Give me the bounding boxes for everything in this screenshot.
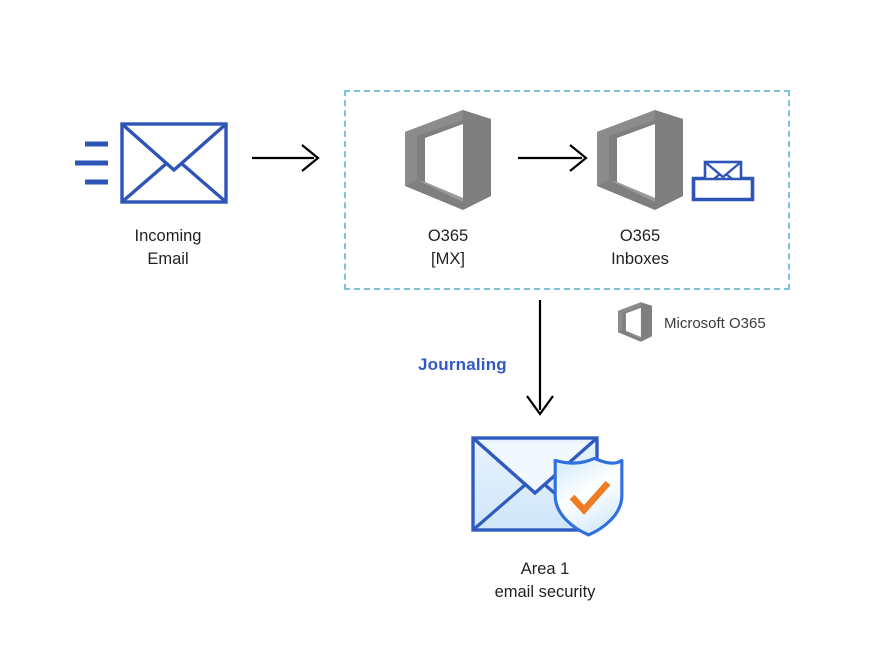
motion-lines-icon <box>75 141 108 185</box>
legend-label: Microsoft O365 <box>664 315 766 332</box>
office-365-glyph <box>597 110 683 210</box>
arrow-journaling-icon <box>520 300 560 418</box>
arrow-mx-to-inboxes-icon <box>518 143 590 173</box>
shield-icon <box>553 456 624 537</box>
o365-inboxes-icon <box>597 110 683 210</box>
journaling-edge-label: Journaling <box>418 355 507 374</box>
incoming-email-label: Incoming Email <box>134 227 202 268</box>
envelope-glyph <box>120 122 228 204</box>
area1-label: Area 1 email security <box>494 560 596 601</box>
legend-microsoft-o365: Microsoft O365 <box>618 301 798 347</box>
office-365-icon <box>618 301 652 347</box>
incoming-email-icon <box>70 118 230 210</box>
inbox-tray-icon <box>691 159 755 203</box>
area1-email-security-icon <box>468 433 628 543</box>
o365-mx-icon <box>405 110 491 210</box>
o365-mx-label: O365 [MX] <box>427 227 469 268</box>
arrow-incoming-to-mx-icon <box>252 143 322 173</box>
o365-inboxes-label: O365 Inboxes <box>611 227 669 268</box>
office-365-glyph <box>405 110 491 210</box>
o365-boundary-box <box>344 90 790 290</box>
